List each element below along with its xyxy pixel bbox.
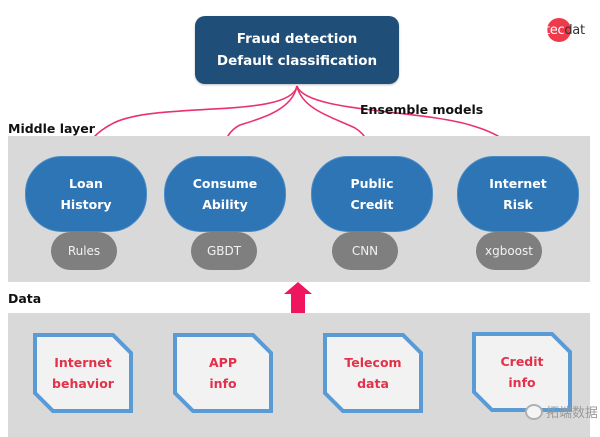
card-frame [173, 333, 273, 413]
source-label-line1: Credit [500, 354, 544, 369]
node-label-line1: Internet [489, 176, 547, 191]
data-source-app-info: APP info [173, 333, 273, 413]
model-gbdt: GBDT [191, 232, 257, 270]
model-rules: Rules [51, 232, 117, 270]
fraud-detection-box: Fraud detection Default classification [195, 16, 399, 84]
node-label-line2: Ability [202, 197, 248, 212]
watermark: 拓端数据 [525, 402, 598, 421]
card-frame [33, 333, 133, 413]
tecdat-logo: tecdat [545, 18, 585, 42]
data-source-telecom-data: Telecom data [323, 333, 423, 413]
model-xgboost: xgboost [476, 232, 542, 270]
source-label-line2: data [357, 376, 389, 391]
logo-text-highlight: tec [545, 22, 565, 38]
node-label-line1: Consume [192, 176, 258, 191]
source-label-line2: info [508, 375, 536, 390]
wechat-icon [525, 403, 543, 420]
node-public-credit: Public Credit [311, 156, 433, 232]
node-consume-ability: Consume Ability [164, 156, 286, 232]
data-source-internet-behavior: Internet behavior [33, 333, 133, 413]
up-arrow-icon [284, 282, 312, 314]
source-label-line1: Telecom [344, 355, 402, 370]
card-frame [323, 333, 423, 413]
watermark-text: 拓端数据 [546, 406, 599, 421]
node-label-line1: Public [350, 176, 394, 191]
source-label-line2: behavior [52, 376, 114, 391]
source-label-line2: info [209, 376, 237, 391]
source-label-line1: Internet [54, 355, 112, 370]
top-box-line2: Default classification [216, 53, 378, 69]
data-source-credit-info: Credit info [472, 332, 572, 412]
data-label: Data [8, 291, 42, 306]
middle-layer-label: Middle layer [8, 121, 95, 136]
node-label-line2: Risk [503, 197, 533, 212]
node-loan-history: Loan History [25, 156, 147, 232]
source-label-line1: APP [209, 355, 237, 370]
node-label-line2: History [60, 197, 112, 212]
node-label-line1: Loan [69, 176, 103, 191]
card-frame [472, 332, 572, 412]
node-label-line2: Credit [350, 197, 394, 212]
logo-text-rest: dat [564, 22, 585, 38]
top-box-line1: Fraud detection [236, 31, 358, 47]
logo-circle-icon [547, 18, 571, 42]
model-cnn: CNN [332, 232, 398, 270]
node-internet-risk: Internet Risk [457, 156, 579, 232]
ensemble-models-label: Ensemble models [360, 102, 484, 117]
